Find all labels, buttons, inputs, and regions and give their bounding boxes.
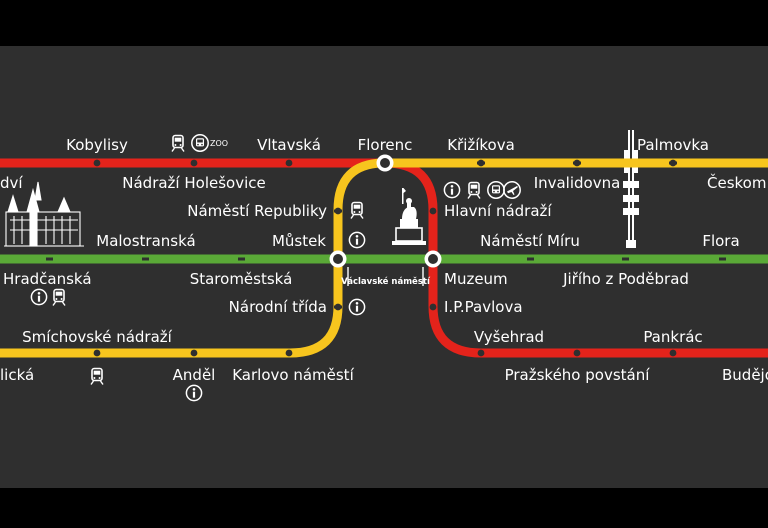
station-prazskeho-povstani[interactable]: Pražského povstání [505,366,651,384]
station-karlovo-namesti[interactable]: Karlovo náměstí [232,366,354,384]
transfer-muzeum[interactable] [424,250,442,268]
station-hradcanska[interactable]: Hradčanská [3,270,92,288]
station-narodni-trida[interactable]: Národní třída [229,298,327,316]
station-vltavska[interactable]: Vltavská [257,136,321,154]
station-vysehrad[interactable]: Vyšehrad [474,328,544,346]
station-ip-pavlova[interactable]: I.P.Pavlova [444,298,523,316]
station-licka[interactable]: lická [0,366,34,384]
station-muzeum[interactable]: Muzeum [444,270,508,288]
station-dvi[interactable]: dví [0,174,23,192]
top-letterbox-bar [0,0,768,46]
statue-icon [392,188,426,245]
station-smichovske-nadrazi[interactable]: Smíchovské nádraží [22,328,173,346]
station-hlavni-nadrazi[interactable]: Hlavní nádraží [444,202,552,220]
transfer-mustek[interactable] [329,250,347,268]
station-ceskom[interactable]: Českom [707,173,766,192]
station-flora[interactable]: Flora [702,232,739,250]
bottom-letterbox-bar [0,488,768,528]
transfer-florenc[interactable] [376,154,394,172]
station-mustek[interactable]: Můstek [272,232,326,250]
station-nadrazi-holesovice[interactable]: Nádraží Holešovice [122,174,265,192]
station-andel[interactable]: Anděl [173,366,216,384]
yellow-line-dashes [334,161,677,309]
station-staromestska[interactable]: Staroměstská [190,270,293,288]
zoo-label: ZOO [210,139,228,148]
station-budejo[interactable]: Budějo [722,366,768,384]
station-krizikova[interactable]: Křižíkova [447,136,515,154]
station-palmovka[interactable]: Palmovka [637,136,709,154]
station-jiriho-z-podebrad[interactable]: Jiřího z Poděbrad [562,270,689,288]
cathedral-icon [4,181,84,247]
green-line-dashes [46,257,726,261]
station-namesti-republiky[interactable]: Náměstí Republiky [187,202,327,220]
station-malostranska[interactable]: Malostranská [96,232,195,250]
station-kobylisy[interactable]: Kobylisy [66,136,128,154]
station-florenc[interactable]: Florenc [358,136,413,154]
station-pankrac[interactable]: Pankrác [643,328,702,346]
tv-tower-icon [623,130,639,248]
vaclavske-namesti-label: Václavské náměstí [341,276,431,287]
vaclavske-namesti-marker: Václavské náměstí [341,267,431,287]
station-invalidovna[interactable]: Invalidovna [534,174,621,192]
station-namesti-miru[interactable]: Náměstí Míru [480,232,580,250]
